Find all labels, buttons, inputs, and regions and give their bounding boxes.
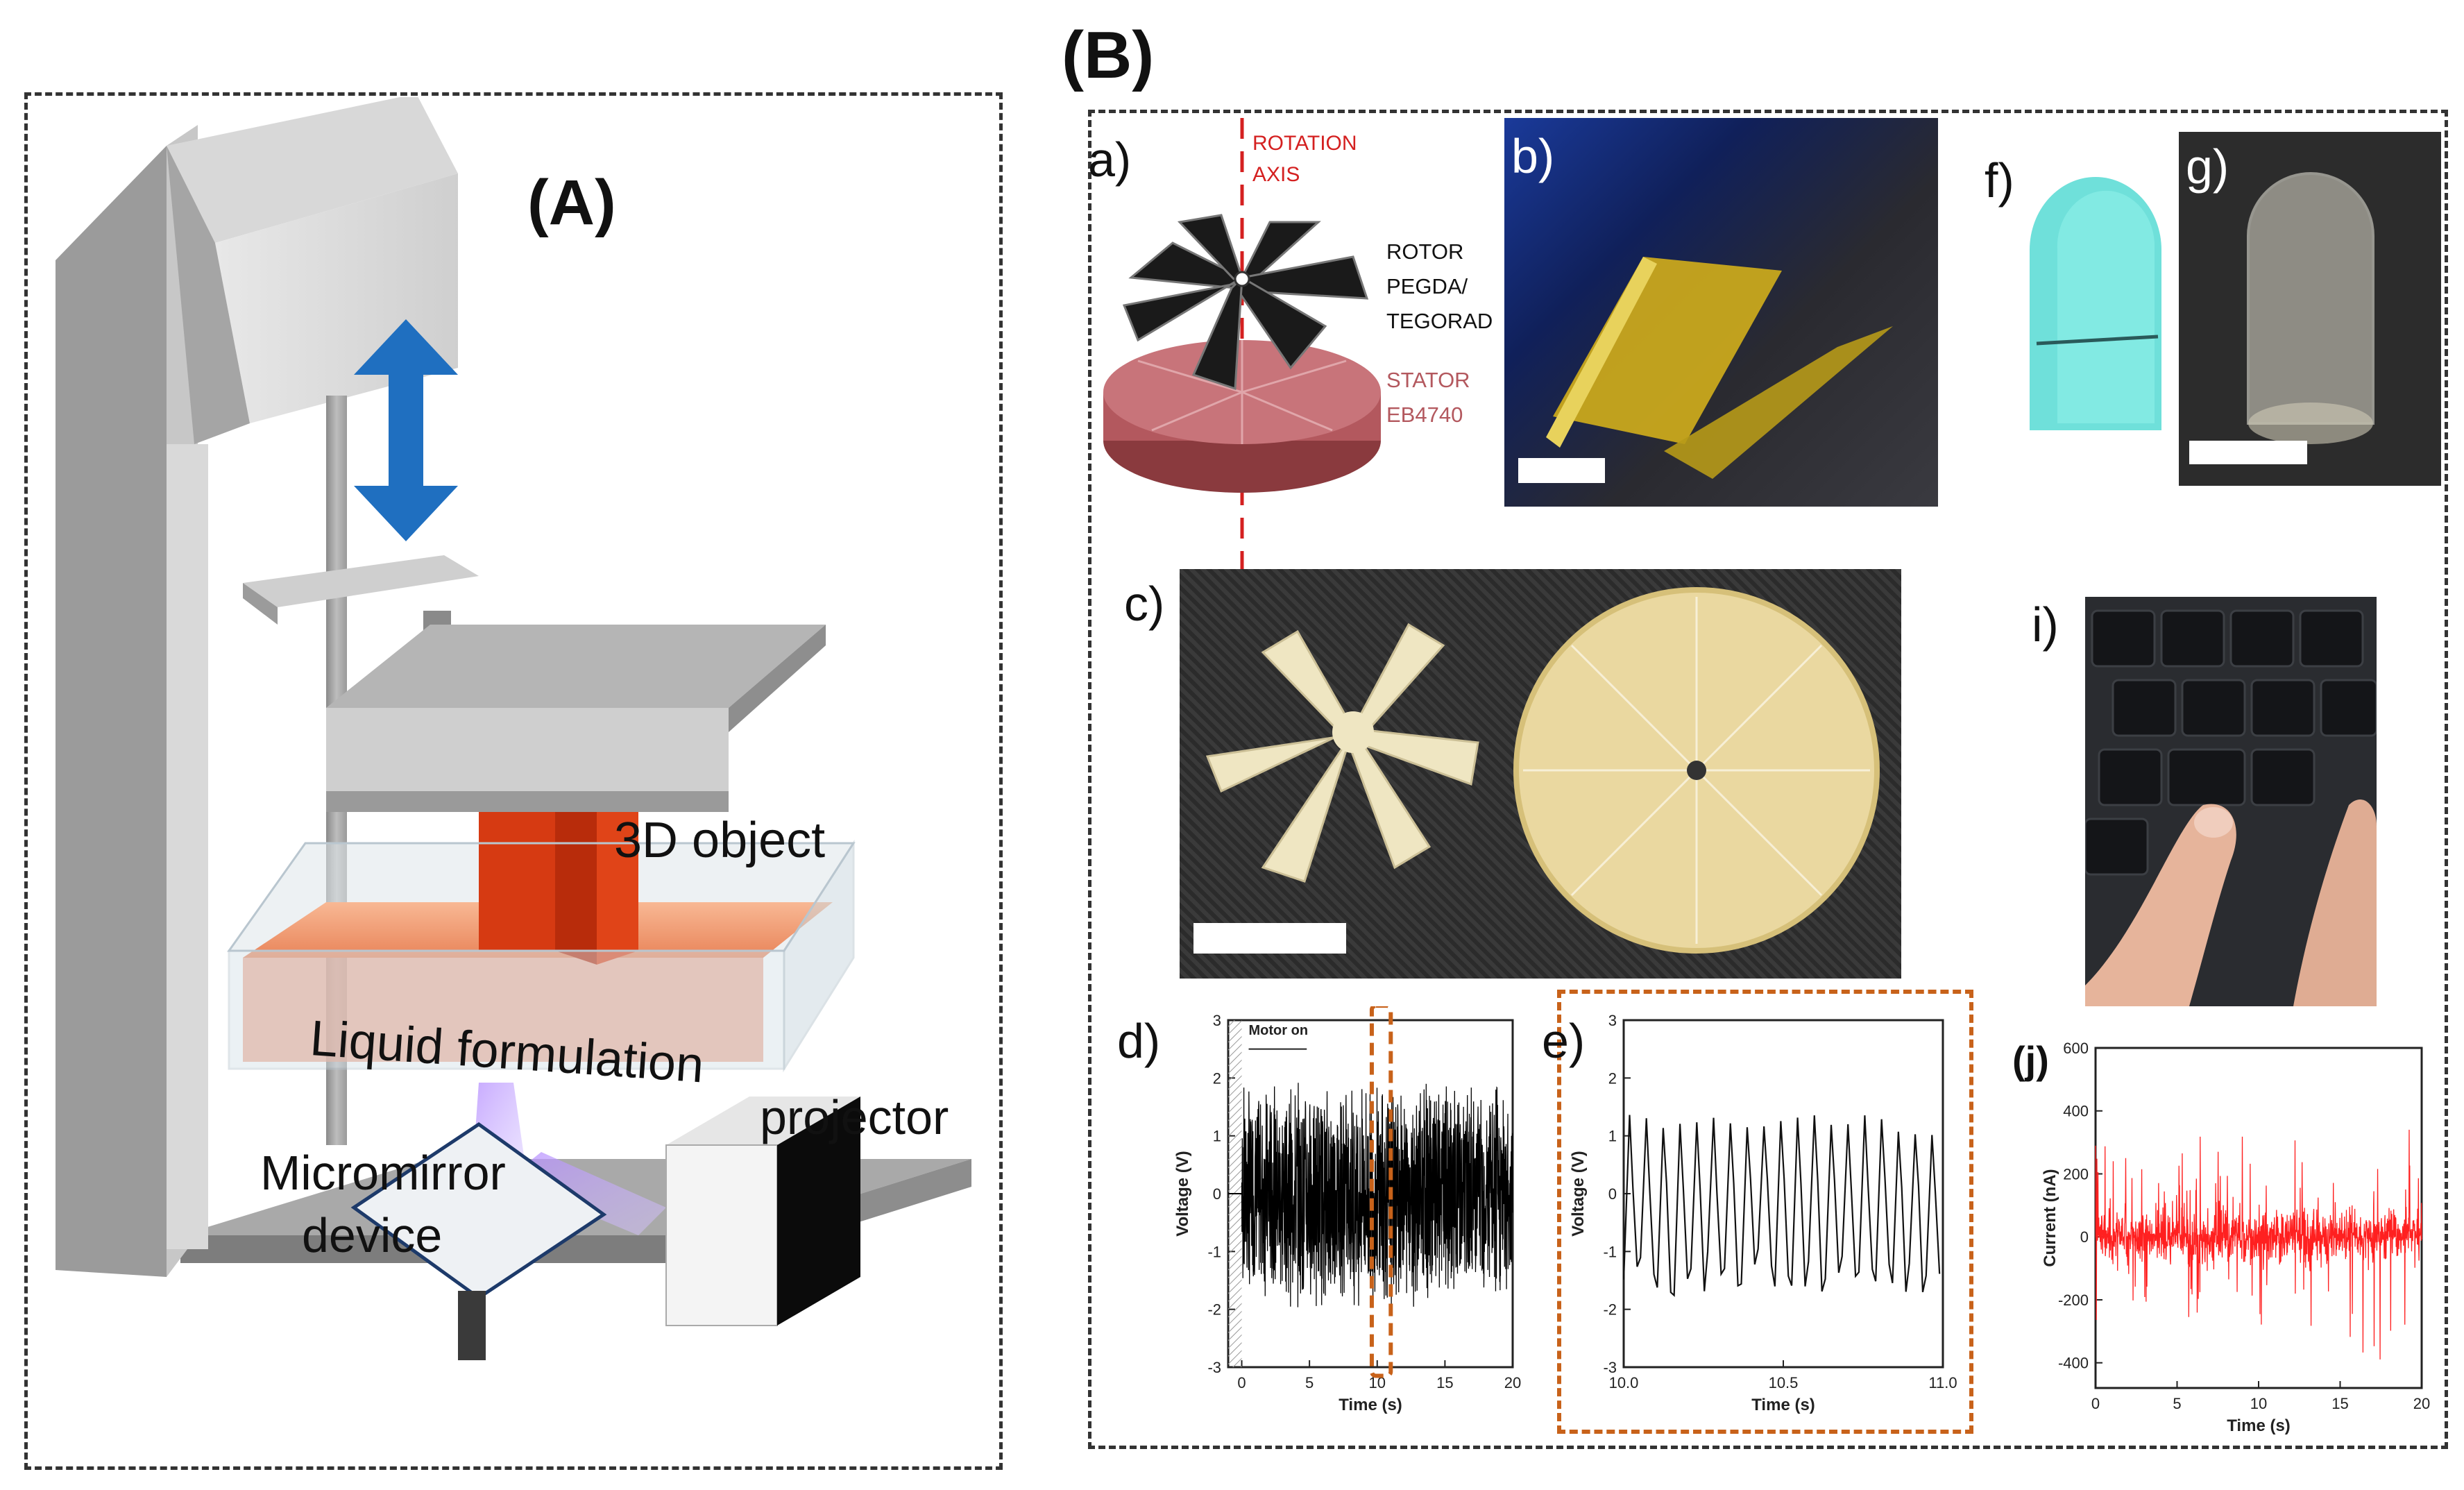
x-tick-label: 5: [1305, 1374, 1314, 1391]
zoom-frame-e: [1557, 990, 1973, 1434]
y-tick-label: 2: [1608, 1069, 1617, 1087]
stator-label-2: EB4740: [1386, 403, 1463, 427]
y-tick-label: -200: [2058, 1292, 2089, 1309]
x-tick-label: 10: [2250, 1395, 2267, 1412]
panel-b-frame: [1088, 110, 2448, 1449]
rotation-axis-label-1: ROTATION: [1252, 132, 1357, 155]
x-tick-label: 11.0: [1928, 1374, 1957, 1391]
x-tick-label: 20: [2413, 1395, 2430, 1412]
projector-label: projector: [760, 1090, 949, 1144]
x-tick-label: 15: [1436, 1374, 1453, 1391]
y-tick-label: 0: [1608, 1185, 1617, 1203]
device-label: device: [302, 1208, 443, 1262]
subpanel-b-label: b): [1511, 129, 1555, 183]
3d-object-label: 3D object: [614, 813, 826, 868]
panel-a-frame: [24, 92, 1003, 1470]
panel-a-label: (A): [527, 167, 616, 238]
stator-label-1: STATOR: [1386, 368, 1470, 392]
voltage-trace-d: [1241, 1083, 1513, 1307]
y-tick-label: -400: [2058, 1355, 2089, 1372]
y-tick-label: -1: [1603, 1243, 1617, 1260]
projector-icon: [665, 1097, 860, 1326]
rotation-axis-label-2: AXIS: [1252, 163, 1300, 186]
x-axis-label: Time (s): [1339, 1396, 1402, 1414]
photo-c: [1180, 569, 1901, 979]
zoom-region-marker: [1369, 1006, 1393, 1378]
printer-illustration: [56, 97, 971, 1360]
x-tick-label: 5: [2173, 1395, 2181, 1412]
x-tick-label: 20: [1504, 1374, 1521, 1391]
y-tick-label: -1: [1207, 1243, 1221, 1260]
y-axis-label: Voltage (V): [1569, 1151, 1588, 1237]
y-tick-label: 200: [2063, 1165, 2089, 1183]
y-tick-label: 1: [1608, 1128, 1617, 1145]
photo-g: [2179, 132, 2441, 486]
rotor-stator-schematic: [1103, 118, 1381, 576]
x-tick-label: 10.5: [1769, 1374, 1799, 1391]
y-axis-label: Current (nA): [2041, 1169, 2059, 1267]
y-tick-label: -3: [1207, 1359, 1221, 1376]
y-axis-label: Voltage (V): [1173, 1151, 1192, 1237]
subpanel-g-label: g): [2186, 139, 2229, 194]
rotor-label-3: TEGORAD: [1386, 309, 1493, 333]
rotor-label-2: PEGDA/: [1386, 274, 1468, 298]
subpanel-c-label: c): [1124, 577, 1165, 631]
y-tick-label: 400: [2063, 1103, 2089, 1120]
photo-b: [1504, 118, 1938, 507]
subpanel-f-label: f): [1985, 153, 2014, 208]
y-tick-label: 3: [1213, 1012, 1221, 1029]
photo-i: [2085, 597, 2377, 1006]
rotor-label-1: ROTOR: [1386, 239, 1464, 264]
y-tick-label: 2: [1213, 1069, 1221, 1087]
panel-b-label: (B): [1062, 18, 1155, 92]
y-tick-label: -2: [1207, 1301, 1221, 1319]
subpanel-j-label: (j): [2012, 1038, 2049, 1082]
y-tick-label: 0: [2080, 1228, 2089, 1246]
y-tick-label: 0: [1213, 1185, 1221, 1203]
x-axis-label: Time (s): [1751, 1396, 1815, 1414]
current-trace-j: [2095, 1129, 2422, 1360]
x-tick-label: 15: [2331, 1395, 2348, 1412]
y-tick-label: 600: [2063, 1040, 2089, 1057]
capsule-model-icon: [2030, 177, 2161, 430]
subpanel-e-label: e): [1542, 1014, 1586, 1068]
subpanel-i-label: i): [2032, 598, 2059, 652]
y-tick-label: -3: [1603, 1359, 1617, 1376]
micromirror-label: Micromirror: [260, 1146, 506, 1200]
x-tick-label: 0: [1237, 1374, 1246, 1391]
subpanel-a-label: a): [1088, 133, 1132, 187]
x-tick-label: 10.0: [1609, 1374, 1639, 1391]
y-tick-label: 1: [1213, 1128, 1221, 1145]
plot-area: [1622, 1019, 1944, 1369]
motor-on-annotation: Motor on: [1249, 1023, 1309, 1038]
y-tick-label: 3: [1608, 1012, 1617, 1029]
y-tick-label: -2: [1603, 1301, 1617, 1319]
subpanel-d-label: d): [1117, 1014, 1161, 1068]
voltage-trace-e: [1622, 1115, 1941, 1297]
vertical-motion-arrow-icon: [354, 319, 458, 541]
x-tick-label: 0: [2091, 1395, 2100, 1412]
x-axis-label: Time (s): [2227, 1416, 2291, 1435]
3d-object-icon: [479, 812, 638, 965]
